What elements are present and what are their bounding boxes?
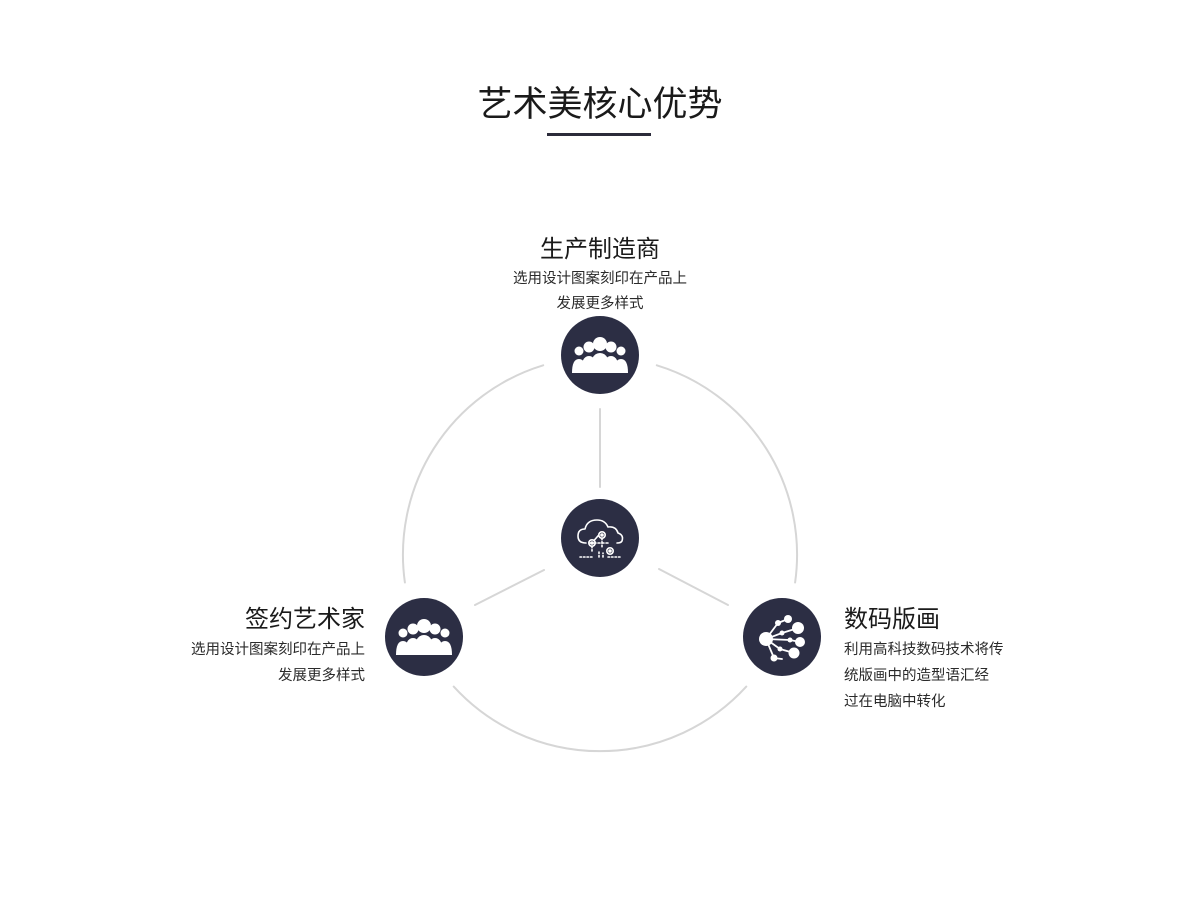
node-desc-line: 选用设计图案刻印在产品上 (513, 271, 687, 287)
node-title: 生产制造商 (540, 235, 660, 263)
node-desc-line: 发展更多样式 (556, 296, 644, 312)
node-title: 数码版画 (844, 605, 940, 633)
page-title: 艺术美核心优势 (477, 85, 723, 125)
node-desc-line: 发展更多样式 (278, 668, 365, 684)
node-digital-print (743, 598, 821, 676)
ring-arc-top-right (655, 364, 799, 584)
node-label-manufacturer: 生产制造商 选用设计图案刻印在产品上 发展更多样式 (450, 234, 750, 314)
node-label-digital-print: 数码版画 利用高科技数码技术将传 统版画中的造型语汇经 过在电脑中转化 (844, 604, 1084, 712)
spoke-left (474, 569, 545, 606)
cloud-network-icon (577, 519, 624, 558)
people-group-icon (572, 337, 628, 373)
ring-arc-bottom (452, 685, 748, 753)
people-group-icon (396, 619, 452, 655)
spoke-right (658, 568, 729, 606)
digital-network-icon (759, 615, 805, 662)
node-title: 签约艺术家 (245, 605, 365, 633)
node-manufacturer (561, 316, 639, 394)
node-label-artist: 签约艺术家 选用设计图案刻印在产品上 发展更多样式 (120, 604, 365, 686)
ring-arc-top-left (401, 364, 545, 584)
node-desc-line: 统版画中的造型语汇经 (844, 668, 989, 684)
title-underline (547, 133, 651, 136)
node-desc-line: 选用设计图案刻印在产品上 (191, 642, 365, 658)
node-desc-line: 过在电脑中转化 (844, 694, 946, 710)
node-desc-line: 利用高科技数码技术将传 (844, 642, 1004, 658)
node-artist (385, 598, 463, 676)
node-center (561, 499, 639, 577)
